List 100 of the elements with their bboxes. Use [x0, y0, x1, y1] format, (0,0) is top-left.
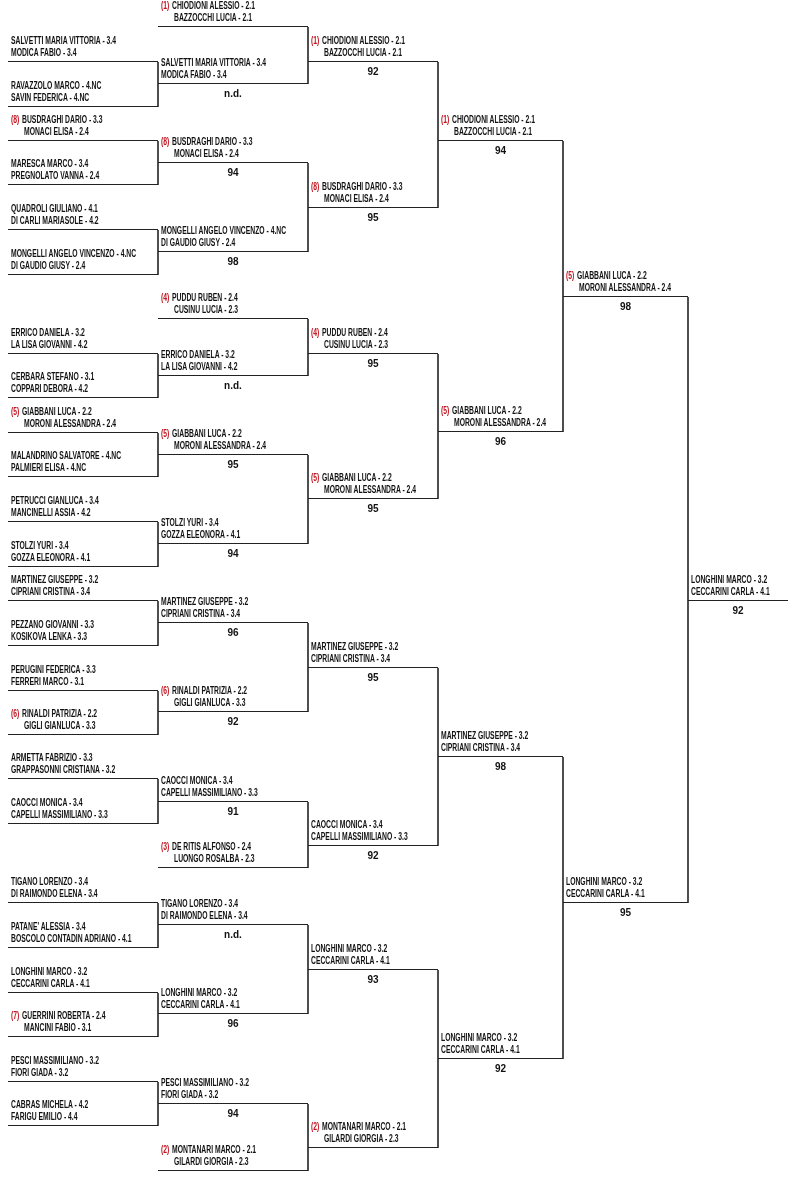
score-label: 94: [227, 1108, 239, 1119]
bracket-slot: [688, 574, 788, 601]
team-name: PREGNOLATO VANNA - 2.4: [11, 169, 100, 181]
team-name: DI RAIMONDO ELENA - 3.4: [161, 909, 248, 921]
team-name: CECCARINI CARLA - 4.1: [11, 977, 90, 989]
bracket-connector: [157, 140, 159, 164]
bracket-slot: [8, 797, 158, 824]
team-name: CECCARINI CARLA - 4.1: [566, 887, 645, 899]
bracket-connector: [307, 1147, 309, 1172]
team-name: GUERRINI ROBERTA - 2.4: [22, 1010, 106, 1022]
seed-number: (6): [11, 708, 20, 720]
team-name: PALMIERI ELISA - 4.NC: [11, 461, 87, 473]
team-name: CAOCCI MONICA - 3.4: [11, 797, 83, 809]
bracket-connector: [687, 600, 689, 904]
score-label: 92: [367, 66, 379, 77]
team-name: TIGANO LORENZO - 3.4: [161, 898, 239, 910]
team-name: MANCINELLI ASSIA - 4.2: [11, 506, 91, 518]
bracket-connector: [157, 229, 159, 253]
team-name: BUSDRAGHI DARIO - 3.3: [172, 136, 253, 148]
team-name: STOLZI YURI - 3.4: [11, 540, 69, 552]
bracket-slot: [308, 819, 438, 846]
team-name: MARTINEZ GIUSEPPE - 3.2: [11, 574, 99, 586]
bracket-connector: [157, 801, 159, 825]
team-name: DI GAUDIO GIUSY - 2.4: [161, 236, 236, 248]
bracket-connector: [307, 61, 309, 85]
bracket-connector: [437, 61, 439, 142]
team-name: MARTINEZ GIUSEPPE - 3.2: [161, 596, 249, 608]
team-name: MONACI ELISA - 2.4: [24, 125, 89, 137]
bracket-slot: [158, 517, 308, 544]
bracket-slot: [8, 752, 158, 779]
bracket-slot: [158, 225, 308, 252]
bracket-slot: [158, 1077, 308, 1104]
bracket-connector: [307, 162, 309, 209]
team-name: CUSINU LUCIA - 2.3: [174, 303, 238, 315]
bracket-slot: [8, 327, 158, 354]
team-name: DE RITIS ALFONSO - 2.4: [172, 841, 252, 853]
team-name: MORONI ALESSANDRA - 2.4: [174, 439, 267, 451]
bracket-connector: [687, 296, 689, 602]
bracket-slot: [308, 472, 438, 499]
score-label: 92: [367, 850, 379, 861]
team-name: PEZZANO GIOVANNI - 3.3: [11, 619, 94, 631]
seed-number: (5): [566, 270, 575, 282]
bracket-connector: [437, 353, 439, 433]
bracket-connector: [157, 711, 159, 736]
bracket-connector: [157, 521, 159, 545]
score-label: 94: [227, 167, 239, 178]
score-label: 96: [494, 436, 507, 447]
seed-number: (5): [441, 405, 450, 417]
score-label: n.d.: [224, 929, 242, 940]
bracket-slot: [8, 371, 158, 398]
bracket-connector: [307, 353, 309, 377]
team-name: CIPRIANI CRISTINA - 3.4: [311, 652, 391, 664]
team-name: BAZZOCCHI LUCIA - 2.1: [454, 125, 532, 137]
team-name: MONACI ELISA - 2.4: [324, 192, 389, 204]
score-label: 96: [227, 1018, 239, 1029]
team-name: GIGLI GIANLUCA - 3.3: [174, 696, 246, 708]
team-name: GILARDI GIORGIA - 2.3: [174, 1155, 249, 1167]
team-name: MORONI ALESSANDRA - 2.4: [454, 416, 547, 428]
seed-number: (5): [311, 472, 320, 484]
bracket-slot: [8, 35, 158, 62]
team-name: MARTINEZ GIUSEPPE - 3.2: [441, 730, 529, 742]
score-label: 92: [227, 716, 239, 727]
bracket-slot: [8, 921, 158, 948]
team-name: SALVETTI MARIA VITTORIA - 3.4: [11, 35, 117, 47]
team-name: CIPRIANI CRISTINA - 3.4: [11, 585, 91, 597]
score-label: 93: [367, 974, 379, 985]
team-name: CECCARINI CARLA - 4.1: [161, 998, 240, 1010]
team-name: MONGELLI ANGELO VINCENZO - 4.NC: [11, 248, 137, 260]
seed-number: (1): [441, 114, 450, 126]
bracket-connector: [157, 600, 159, 624]
team-name: LONGHINI MARCO - 3.2: [441, 1032, 518, 1044]
team-name: CECCARINI CARLA - 4.1: [311, 954, 390, 966]
team-name: STOLZI YURI - 3.4: [161, 517, 219, 529]
bracket-slot: [438, 1032, 563, 1059]
seed-number: (8): [311, 181, 320, 193]
team-name: ERRICO DANIELA - 3.2: [161, 349, 235, 361]
bracket-slot: [8, 203, 158, 230]
team-name: LONGHINI MARCO - 3.2: [11, 966, 88, 978]
score-label: 96: [227, 627, 239, 638]
team-name: CIPRIANI CRISTINA - 3.4: [161, 607, 241, 619]
bracket-connector: [562, 756, 564, 904]
bracket-slot: [158, 0, 308, 27]
team-name: CUSINU LUCIA - 2.3: [324, 338, 388, 350]
team-name: RINALDI PATRIZIA - 2.2: [22, 708, 98, 720]
bracket-slot: [8, 1010, 158, 1037]
bracket-connector: [157, 162, 159, 186]
score-label: 95: [619, 907, 632, 918]
bracket-connector: [157, 375, 159, 399]
bracket-slot: [308, 181, 438, 208]
seed-number: (4): [311, 327, 320, 339]
bracket-connector: [157, 543, 159, 568]
team-name: GIGLI GIANLUCA - 3.3: [24, 719, 96, 731]
bracket-connector: [437, 969, 439, 1060]
score-label: 92: [494, 1063, 507, 1074]
score-label: 95: [367, 503, 379, 514]
seed-number: (6): [161, 685, 170, 697]
seed-number: (8): [161, 136, 170, 148]
bracket-connector: [307, 1103, 309, 1149]
team-name: TIGANO LORENZO - 3.4: [11, 876, 89, 888]
bracket-slot: [8, 80, 158, 107]
